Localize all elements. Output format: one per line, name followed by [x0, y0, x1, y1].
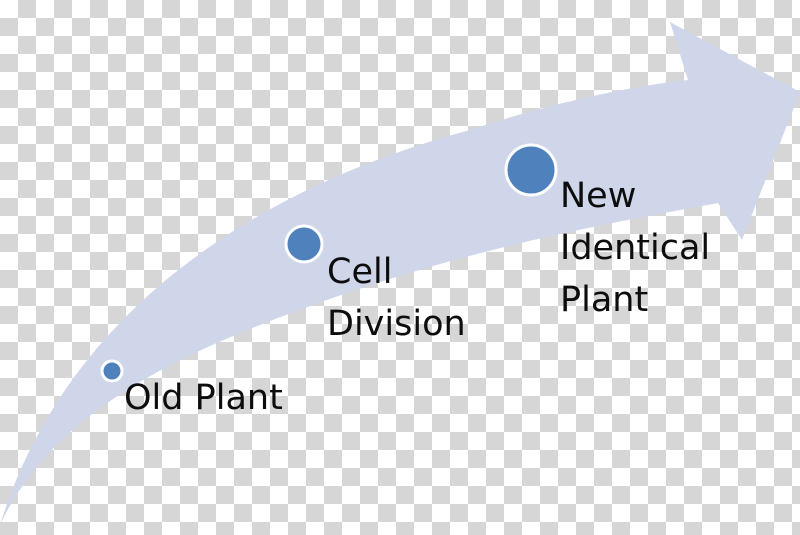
step-label-new-identical-plant: New Identical Plant	[560, 176, 711, 320]
step-dot-new-plant	[504, 143, 558, 197]
step-dot-cell-division	[284, 224, 324, 264]
step-label-cell-division: Cell Division	[327, 252, 466, 344]
step-label-old-plant: Old Plant	[124, 378, 283, 418]
curved-arrow	[0, 22, 800, 525]
step-dot-old-plant	[100, 359, 124, 383]
